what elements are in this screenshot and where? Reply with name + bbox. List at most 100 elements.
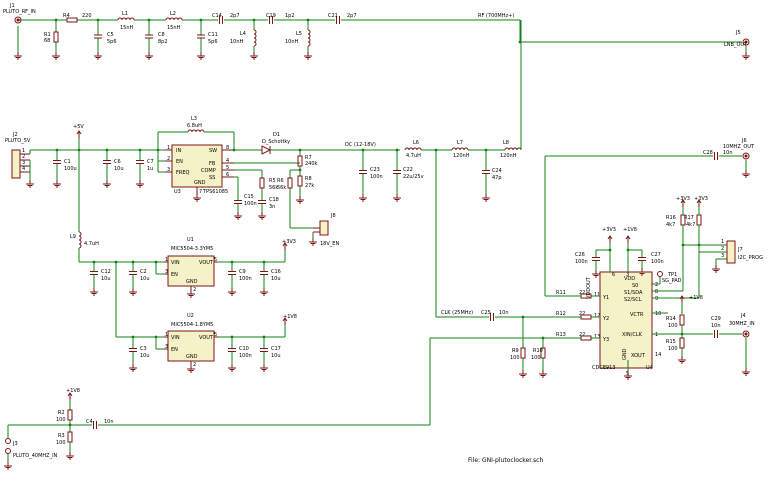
c18-value: 3n [269, 204, 275, 210]
svg-text:11: 11 [594, 292, 600, 298]
svg-text:1: 1 [721, 239, 724, 245]
svg-text:FREQ: FREQ [176, 170, 190, 176]
u4-value: CDCE913 [592, 365, 616, 371]
c21-ref: C21 [328, 13, 338, 19]
svg-text:FB: FB [209, 161, 216, 167]
c9-value: 100n [239, 276, 252, 282]
svg-text:5: 5 [226, 165, 229, 171]
r8-ref: R8 [305, 176, 312, 182]
svg-text:2: 2 [22, 154, 25, 160]
p1v8-label-r2: +1V8 [66, 388, 80, 394]
d1-value: D_Schottky [262, 139, 290, 145]
c4-ref: C4 [86, 419, 93, 425]
j2-value: PLUTO_5V [5, 138, 31, 144]
c7-ref: C7 [147, 159, 154, 165]
c27-ref: C27 [651, 252, 661, 258]
svg-text:8: 8 [655, 289, 658, 295]
c14-ref: C14 [212, 13, 222, 19]
u4-pin-vddout: VDDOUT [586, 276, 592, 299]
j2-ref: J2 [12, 132, 18, 138]
j6-ref: J6 [741, 138, 747, 144]
svg-text:3: 3 [165, 344, 168, 350]
r15-ref: R15 [666, 339, 676, 345]
tp1-value: SG_PAD [662, 278, 682, 284]
svg-text:EN: EN [171, 272, 178, 278]
r7-ref: R7 [305, 155, 312, 161]
l7-ref: L7 [457, 140, 463, 146]
l6-ref: L6 [413, 140, 419, 146]
j5-ref: J5 [735, 30, 741, 36]
c12-ref: C12 [101, 269, 111, 275]
r11-ref: R11 [556, 290, 566, 296]
r4-value: 220 [82, 13, 92, 19]
l2-value: 15nH [167, 25, 181, 31]
c27-value: 100n [651, 259, 664, 265]
tp1-ref: TP1 [667, 272, 677, 278]
r4-ref: R4 [63, 13, 70, 19]
r8-value: 27k [305, 183, 314, 189]
l8-value: 120nH [500, 153, 517, 159]
c10-ref: C10 [239, 346, 249, 352]
r15-value: 100 [668, 346, 678, 352]
u3-value: TPS61085 [202, 189, 228, 195]
r6-ref: R6 [277, 178, 284, 184]
j3-value: PLUTO_40MHZ_IN [13, 453, 58, 459]
svg-text:GND: GND [194, 180, 206, 186]
c2-value: 10u [140, 276, 150, 282]
u3-ref: U3 [174, 189, 181, 195]
c19-ref: C19 [266, 13, 276, 19]
c8-value: 8p2 [158, 39, 168, 45]
r16-value: 4k7 [666, 222, 675, 228]
svg-text:1: 1 [165, 332, 168, 338]
r12-ref: R12 [556, 311, 566, 317]
svg-text:12: 12 [594, 313, 600, 319]
r14-value: 100 [668, 323, 678, 329]
u4-ref: U4 [646, 365, 653, 371]
c12-value: 10u [101, 276, 111, 282]
l1-ref: L1 [122, 11, 128, 17]
svg-text:14: 14 [655, 352, 661, 358]
u1-body [167, 255, 215, 287]
svg-text:22: 22 [579, 290, 585, 296]
c11-value: 5p6 [208, 39, 218, 45]
p1v8-label-r14: +1V8 [689, 295, 703, 301]
dc-net-label: DC (12-18V) [345, 142, 376, 148]
r5-ref: R5 [269, 178, 276, 184]
r3-value: 100 [56, 440, 66, 446]
j5-value: LNB_OUT [724, 42, 748, 48]
j8-value: 18V_EN [320, 241, 339, 247]
j7-ref: J7 [737, 247, 743, 253]
svg-text:4: 4 [22, 166, 25, 172]
c24-value: 47p [492, 175, 502, 181]
c23-ref: C23 [370, 167, 380, 173]
svg-text:1: 1 [167, 145, 170, 151]
p1v8-label-u2: +1V8 [283, 314, 297, 320]
r6-value: 56k [277, 185, 286, 191]
l2-ref: L2 [170, 11, 176, 17]
c9-ref: C9 [239, 269, 246, 275]
c15-value: 100n [244, 201, 257, 207]
u2-ref: U2 [187, 313, 194, 319]
c3-ref: C3 [140, 346, 147, 352]
l9-value: 4.7uH [84, 241, 99, 247]
p3v3-label-vddout: +3V3 [602, 227, 616, 233]
j4-value: 30MHZ_IN [729, 321, 755, 327]
u2-body [167, 330, 215, 362]
l1-value: 15nH [120, 25, 134, 31]
c7-value: 1u [147, 166, 153, 172]
l5-ref: L5 [296, 31, 302, 37]
svg-text:SW: SW [209, 148, 217, 154]
r9-value: 100 [510, 355, 520, 361]
svg-text:6: 6 [226, 172, 229, 178]
c29-ref: C29 [711, 316, 721, 322]
svg-text:XIN/CLK: XIN/CLK [622, 332, 643, 338]
svg-text:1: 1 [655, 332, 658, 338]
j3-symbol [5, 438, 11, 444]
svg-text:VOUT: VOUT [199, 335, 214, 341]
r17-ref: R17 [684, 215, 694, 221]
u1-value: MIC5504-3.3YM5 [171, 246, 213, 252]
r2-ref: R2 [58, 410, 65, 416]
c24-ref: C24 [492, 168, 502, 174]
rf-filter-section: J1 PLUTO_RF_IN R4 220 R1 68 L1 15nH L2 1… [3, 3, 751, 60]
c11-ref: C11 [208, 32, 218, 38]
